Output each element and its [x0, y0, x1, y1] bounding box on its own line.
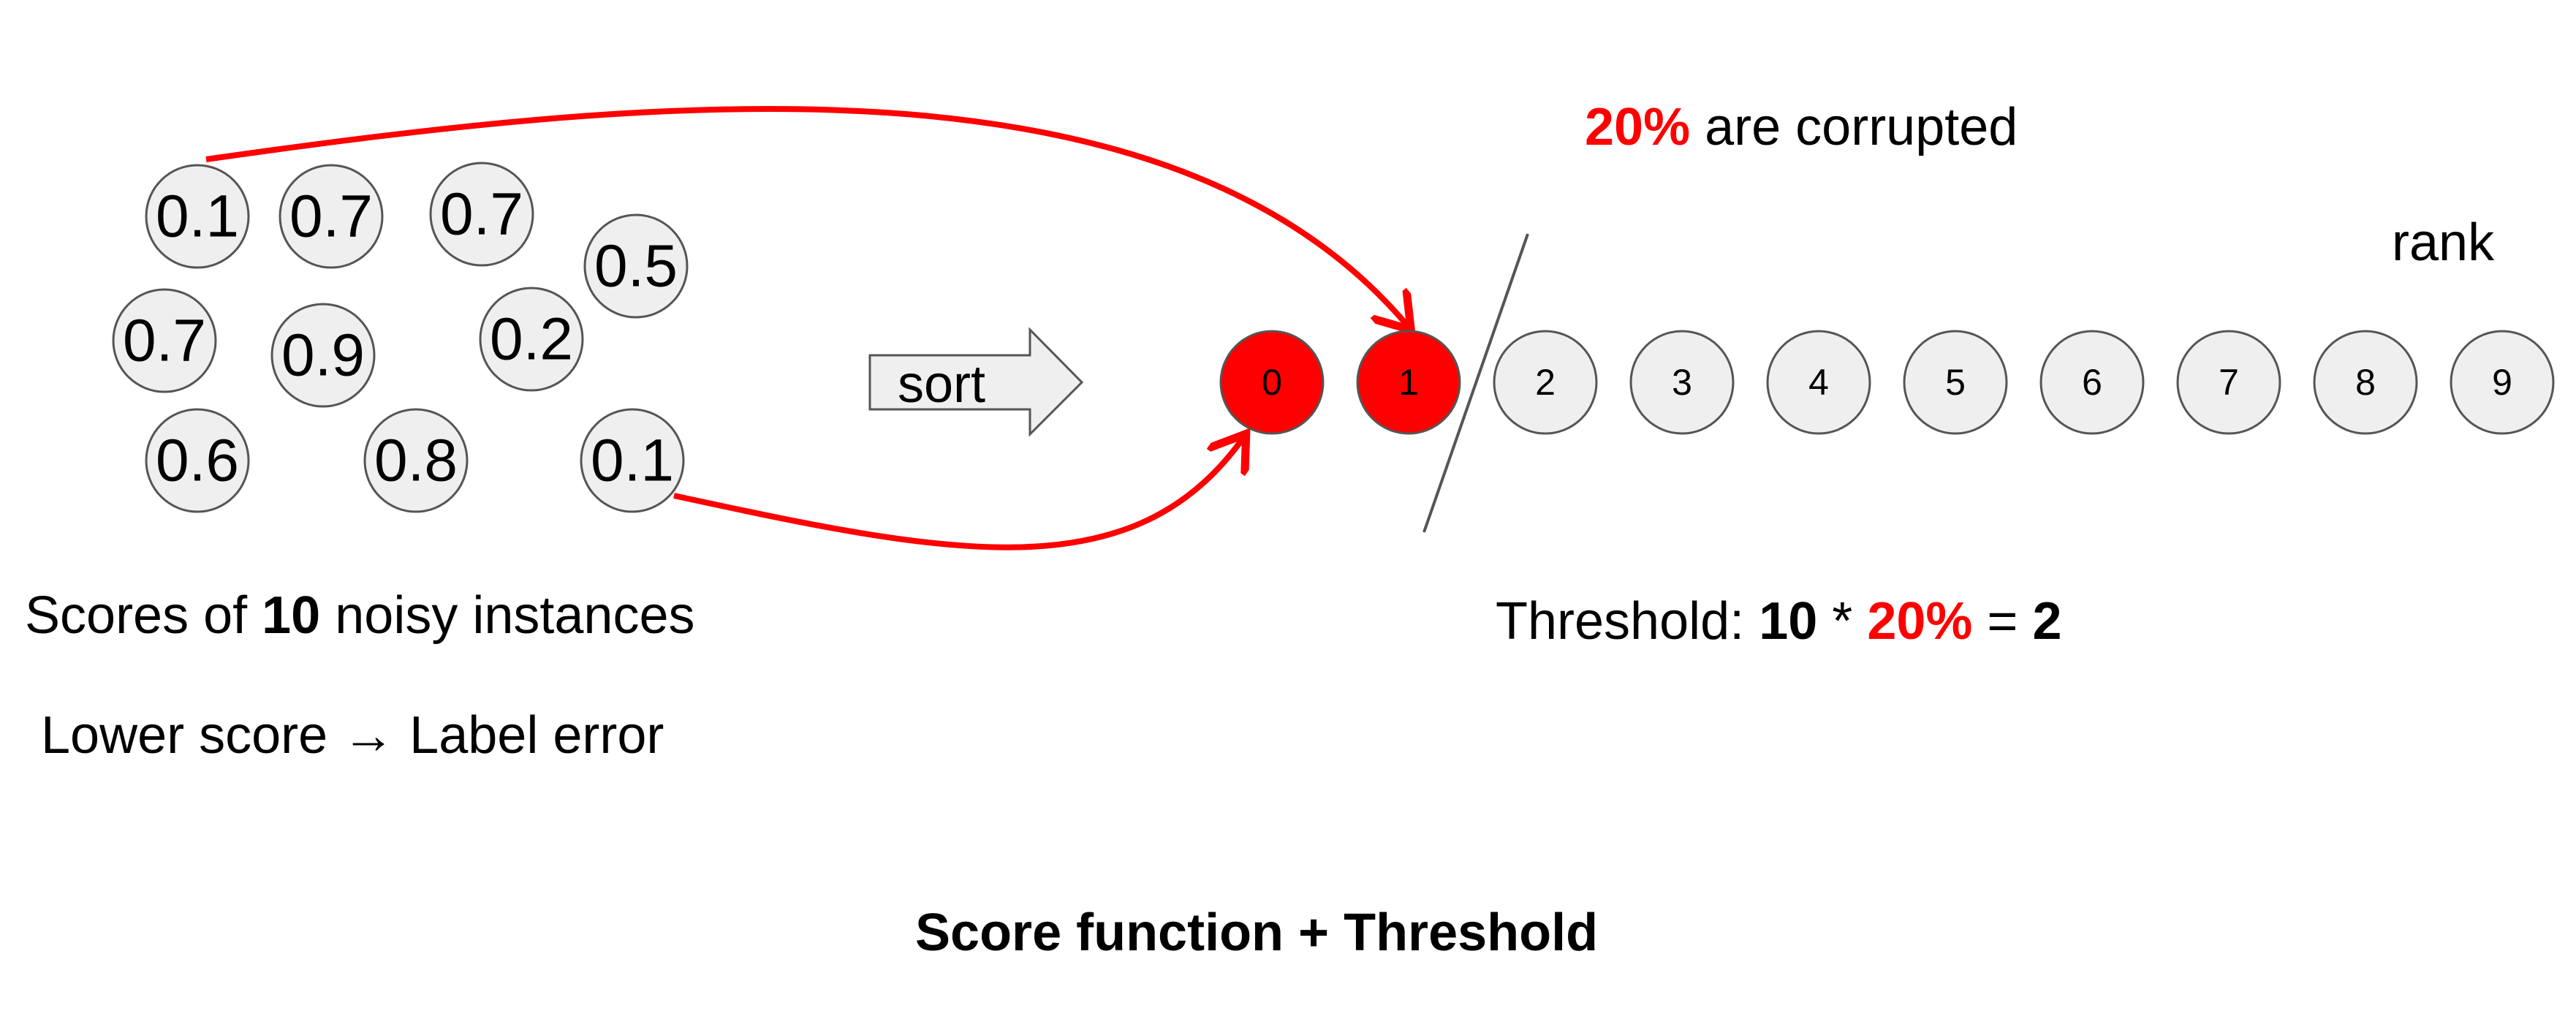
arrow-second-lowest-score-to-rank-0 [673, 439, 1243, 550]
rank-node [1903, 330, 2008, 435]
score-node [270, 303, 376, 408]
corrupted-note: 20% are corrupted [1585, 98, 2018, 156]
score-node [479, 287, 584, 392]
rank-value: 2 [1535, 362, 1556, 403]
corrupted-note-text: are corrupted [1690, 98, 2018, 156]
threshold-equals: = [1972, 592, 2032, 651]
threshold-times: * [1817, 592, 1867, 651]
score-value: 0.8 [374, 428, 458, 494]
rank-value: 7 [2219, 362, 2239, 403]
rank-value: 9 [2492, 362, 2512, 403]
scores-caption-count: 10 [262, 586, 320, 645]
rank-value: 3 [1672, 362, 1692, 403]
sort-label: sort [898, 355, 985, 414]
rank-node [2313, 330, 2418, 435]
rank-node [2176, 330, 2281, 435]
rank-label: rank [2392, 213, 2495, 272]
scores-caption-prefix: Scores of [25, 586, 262, 645]
rank-node [1629, 330, 1735, 435]
lower-score-note: Lower score → Label error [41, 706, 664, 765]
sort-arrow: sort [868, 327, 1084, 437]
score-node [583, 213, 689, 319]
score-node [429, 162, 534, 267]
score-value: 0.7 [289, 183, 373, 250]
score-nodes: 0.1 0.7 0.7 0.5 0.7 0.9 0.2 0.6 0.8 0.1 [112, 162, 689, 513]
rank-node [2039, 330, 2145, 435]
footer-title: Score function + Threshold [915, 904, 1598, 962]
rank-node-corrupted [1356, 330, 1461, 435]
score-node [363, 408, 469, 513]
corrupted-percent: 20% [1585, 98, 1690, 156]
score-value: 0.5 [594, 233, 678, 300]
rank-node [1493, 330, 1598, 435]
score-value: 0.2 [490, 306, 573, 373]
scores-caption-suffix: noisy instances [320, 586, 694, 645]
rank-value: 8 [2355, 362, 2376, 403]
rank-value: 5 [1945, 362, 1966, 403]
score-value: 0.6 [156, 428, 239, 494]
rank-node [1766, 330, 1871, 435]
score-node [279, 164, 384, 269]
rank-value: 6 [2082, 362, 2102, 403]
threshold-prefix: Threshold: [1496, 592, 1759, 651]
score-node [580, 408, 685, 513]
score-value: 0.1 [156, 183, 239, 250]
score-value: 0.7 [440, 181, 523, 248]
rank-nodes: 0 1 2 3 4 5 6 7 8 9 [1219, 330, 2555, 435]
score-value: 0.1 [591, 428, 674, 494]
score-node [112, 288, 217, 393]
score-value: 0.7 [123, 308, 206, 374]
rank-value: 4 [1808, 362, 1829, 403]
score-node [145, 408, 250, 513]
arrow-lowest-score-to-rank-1 [205, 106, 1407, 325]
scores-caption: Scores of 10 noisy instances [25, 586, 695, 645]
rank-value: 1 [1398, 362, 1419, 403]
threshold-count: 10 [1759, 592, 1817, 651]
threshold-result: 2 [2032, 592, 2061, 651]
rank-node-corrupted [1219, 330, 1325, 435]
score-node [145, 164, 250, 269]
rank-value: 0 [1262, 362, 1282, 403]
rank-node [2450, 330, 2555, 435]
threshold-percent: 20% [1867, 592, 1972, 651]
sort-arrow-shape [868, 327, 1084, 437]
score-value: 0.9 [281, 322, 365, 389]
threshold-divider [1423, 233, 1529, 533]
threshold-formula: Threshold: 10 * 20% = 2 [1496, 592, 2062, 651]
